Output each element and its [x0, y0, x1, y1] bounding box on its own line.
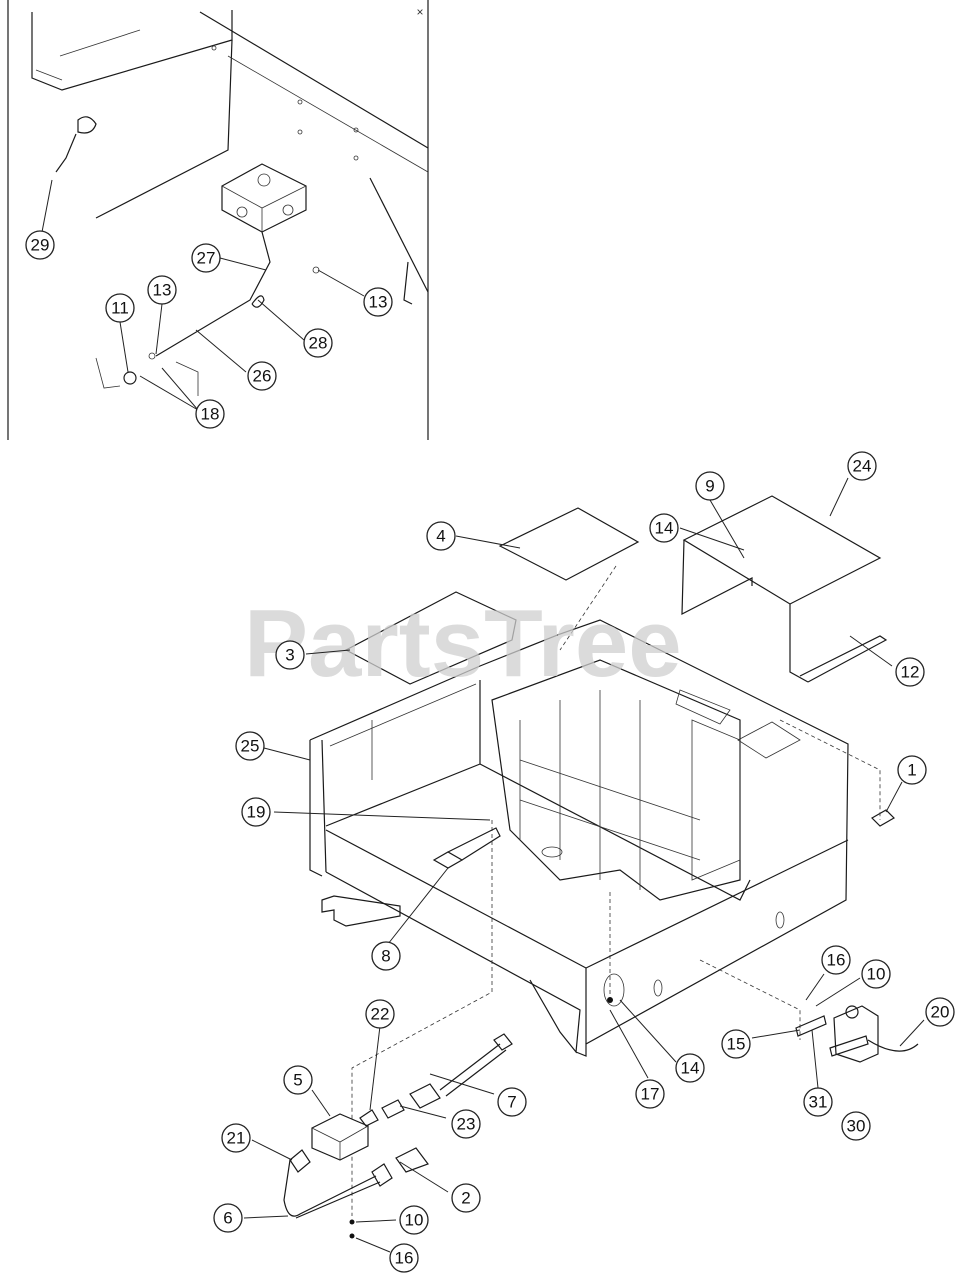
- leader-lines: [41, 179, 925, 1253]
- callout-label: 17: [641, 1085, 660, 1104]
- callout-label: 24: [853, 457, 872, 476]
- inset-corner-mark: ×: [416, 5, 423, 19]
- callout-label: 6: [223, 1209, 232, 1228]
- callout-label: 14: [655, 519, 674, 538]
- callout-31: 31: [803, 1087, 833, 1117]
- callout-16: 16: [389, 1243, 419, 1273]
- callout-30: 30: [841, 1111, 871, 1141]
- callout-label: 7: [507, 1093, 516, 1112]
- inset-detail: ×: [7, 0, 429, 440]
- callout-13: 13: [147, 275, 177, 305]
- callout-10: 10: [861, 959, 891, 989]
- callout-15: 15: [721, 1029, 751, 1059]
- callout-label: 16: [395, 1249, 414, 1268]
- callout-28: 28: [303, 328, 333, 358]
- callout-label: 23: [457, 1115, 476, 1134]
- callout-10: 10: [399, 1205, 429, 1235]
- callout-17: 17: [635, 1079, 665, 1109]
- callout-4: 4: [426, 521, 456, 551]
- callout-14: 14: [649, 513, 679, 543]
- callout-26: 26: [247, 361, 277, 391]
- callout-22: 22: [365, 999, 395, 1029]
- callout-12: 12: [895, 657, 925, 687]
- callout-label: 22: [371, 1005, 390, 1024]
- callout-14: 14: [675, 1053, 705, 1083]
- callout-9: 9: [695, 471, 725, 501]
- callout-5: 5: [283, 1065, 313, 1095]
- callout-29: 29: [25, 230, 55, 260]
- callout-label: 25: [241, 737, 260, 756]
- callout-label: 26: [253, 367, 272, 386]
- callout-label: 29: [31, 236, 50, 255]
- callout-label: 5: [293, 1071, 302, 1090]
- callout-27: 27: [191, 243, 221, 273]
- callout-label: 18: [201, 405, 220, 424]
- callout-label: 11: [111, 299, 129, 318]
- callout-23: 23: [451, 1109, 481, 1139]
- callout-13: 13: [363, 287, 393, 317]
- callout-label: 13: [369, 293, 388, 312]
- callout-label: 16: [827, 951, 846, 970]
- callout-21: 21: [221, 1123, 251, 1153]
- main-assembly: [283, 495, 919, 1239]
- callout-label: 30: [847, 1117, 866, 1136]
- callout-label: 20: [931, 1003, 950, 1022]
- callout-label: 3: [285, 646, 294, 665]
- callout-label: 31: [809, 1093, 828, 1112]
- callout-label: 14: [681, 1059, 700, 1078]
- callout-label: 9: [705, 477, 714, 496]
- callout-24: 24: [847, 451, 877, 481]
- callout-label: 19: [247, 803, 266, 822]
- watermark: PartsTree: [244, 590, 682, 697]
- callout-25: 25: [235, 731, 265, 761]
- callout-2: 2: [451, 1183, 481, 1213]
- callout-label: 10: [867, 965, 886, 984]
- callout-20: 20: [925, 997, 955, 1027]
- callout-6: 6: [213, 1203, 243, 1233]
- callout-label: 15: [727, 1035, 746, 1054]
- callout-3: 3: [275, 640, 305, 670]
- callout-label: 28: [309, 334, 328, 353]
- callout-19: 19: [241, 797, 271, 827]
- callout-label: 21: [227, 1129, 246, 1148]
- callout-label: 10: [405, 1211, 424, 1230]
- callout-8: 8: [371, 941, 401, 971]
- callout-label: 8: [381, 947, 390, 966]
- callout-label: 27: [197, 249, 216, 268]
- callout-label: 12: [901, 663, 920, 682]
- callout-16: 16: [821, 945, 851, 975]
- callout-1: 1: [897, 755, 927, 785]
- callout-label: 2: [461, 1189, 470, 1208]
- callout-11: 11: [105, 293, 135, 323]
- callout-label: 1: [907, 761, 916, 780]
- callout-7: 7: [497, 1087, 527, 1117]
- callout-label: 13: [153, 281, 172, 300]
- callout-label: 4: [436, 527, 445, 546]
- callout-18: 18: [195, 399, 225, 429]
